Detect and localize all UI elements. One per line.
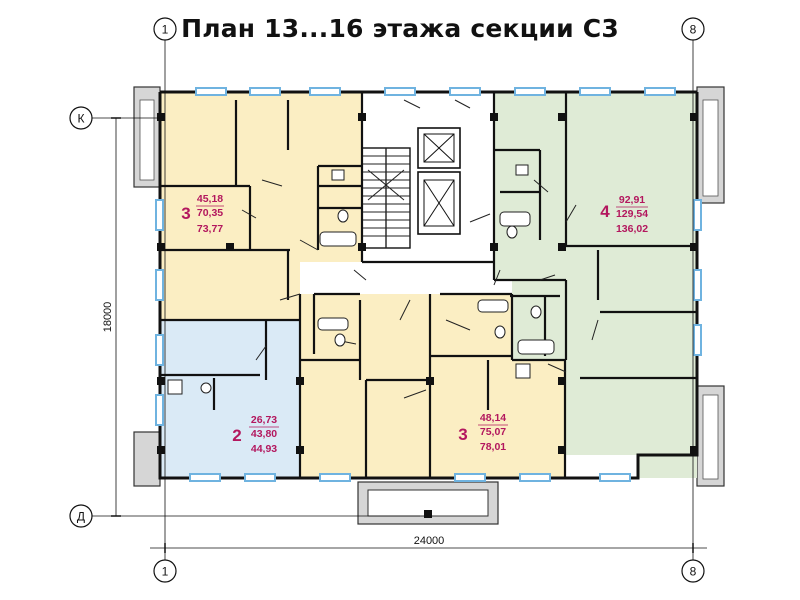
apt-living-area: 26,73 [251,414,277,426]
apt-full-area: 73,77 [197,223,223,235]
stairs [361,147,411,249]
apt-full-area: 78,01 [480,441,506,453]
axis-label-col-left-top: 1 [162,23,169,37]
apt-living-area: 45,18 [197,193,223,205]
apt-total-area: 129,54 [616,208,648,220]
axis-label-col-left-bottom: 1 [162,565,169,579]
axis-bubble-row-top: К [69,106,93,130]
page-title: План 13...16 этажа секции С3 [181,14,619,43]
apt-sc-fill [430,294,565,478]
apartment-label-nw: 3 45,18 70,35 73,77 [181,193,224,235]
axis-lines [92,40,707,560]
sanitary-fixtures [167,164,555,395]
apartment-label-sw: 2 26,73 43,80 44,93 [232,414,279,455]
apt-living-area: 48,14 [480,412,506,424]
balcony-ne-inner [702,99,719,197]
apt-full-area: 44,93 [251,443,277,455]
apt-living-area: 92,91 [619,194,645,206]
windows [155,87,702,482]
apt-nw-fill [160,92,362,320]
elevators [417,127,461,235]
doors [241,99,599,399]
apt-rooms-number: 2 [232,426,241,445]
axis-bubble-col-right-top: 8 [681,17,705,41]
apartment-label-ne: 4 92,91 129,54 136,02 [600,194,648,235]
interior-walls [160,92,697,478]
apt-sw-fill [160,320,300,478]
apartment-label-sc: 3 48,14 75,07 78,01 [458,412,508,453]
axis-label-col-right-top: 8 [690,23,697,37]
dimension-width: 24000 [414,535,445,547]
axis-label-row-top: К [78,112,85,126]
apt-total-area: 43,80 [251,428,277,440]
apt-rooms-number: 4 [600,202,610,221]
columns [157,113,698,518]
balcony-se-inner [702,394,719,480]
dimension-height: 18000 [102,302,114,333]
apt-rooms-number: 3 [181,204,190,223]
axis-bubble-col-left-top: 1 [153,17,177,41]
balcony-sw [133,431,161,487]
axis-bubble-col-right-bottom: 8 [681,559,705,583]
balconies [133,86,725,525]
axis-label-col-right-bottom: 8 [690,565,697,579]
axis-bubble-col-left-bottom: 1 [153,559,177,583]
apt-full-area: 136,02 [616,223,648,235]
axis-bubble-row-bottom: Д [69,504,93,528]
apt-ne-fill [494,92,697,478]
axis-label-row-bottom: Д [77,510,85,524]
apt-rooms-number: 3 [458,425,467,444]
apt-total-area: 75,07 [480,426,506,438]
apt-total-area: 70,35 [197,207,223,219]
balcony-nw-inner [139,99,155,181]
